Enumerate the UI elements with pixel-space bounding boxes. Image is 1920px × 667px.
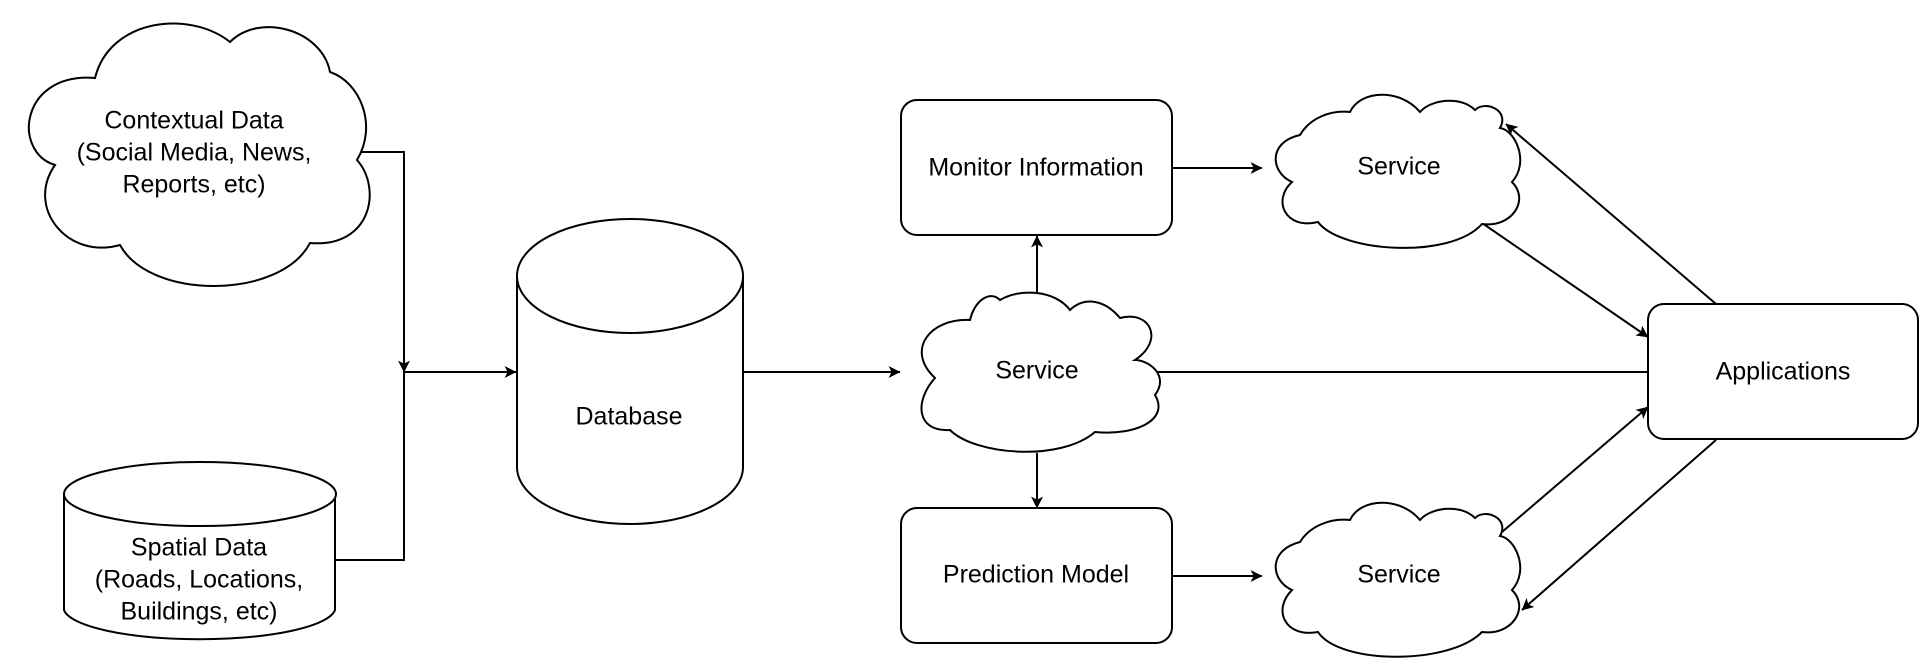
node-service-center: Service (920, 291, 1162, 453)
service-top-label: Service (1357, 153, 1440, 181)
node-prediction-model: Prediction Model (900, 507, 1173, 644)
service-bottom-cloud-shape (1274, 501, 1522, 658)
node-service-top: Service (1274, 93, 1522, 249)
node-monitor-information: Monitor Information (900, 99, 1173, 236)
node-database: Database (516, 218, 744, 525)
database-cylinder-top (516, 218, 744, 334)
spatial-data-label-line-1: Spatial Data (131, 534, 267, 562)
spatial-data-cylinder-body (63, 494, 336, 641)
edge-spatial-to-database (335, 366, 517, 561)
spatial-data-label-line-3: Buildings, etc) (120, 598, 277, 626)
monitor-information-box (900, 99, 1173, 236)
service-center-label: Service (995, 357, 1078, 385)
prediction-model-box (900, 507, 1173, 644)
database-cylinder-body (516, 276, 744, 525)
contextual-data-label-line-2: (Social Media, News, (77, 139, 312, 167)
prediction-model-label: Prediction Model (943, 561, 1129, 589)
contextual-data-label-line-1: Contextual Data (104, 107, 283, 135)
contextual-data-cloud-shape (27, 22, 371, 287)
edges-layer (335, 123, 1717, 611)
service-bottom-label: Service (1357, 561, 1440, 589)
service-center-cloud-shape (920, 291, 1162, 453)
node-spatial-data: Spatial Data (Roads, Locations, Building… (63, 461, 337, 641)
edge-applications-to-service-top (1505, 123, 1717, 305)
database-label: Database (575, 403, 682, 431)
edge-service-bottom-to-applications (1501, 406, 1649, 533)
edge-service-top-to-applications (1481, 222, 1649, 338)
service-top-cloud-shape (1274, 93, 1522, 249)
node-contextual-data: Contextual Data (Social Media, News, Rep… (27, 22, 371, 287)
spatial-data-label-line-2: (Roads, Locations, (95, 566, 303, 594)
applications-box (1647, 303, 1919, 440)
contextual-data-label-line-3: Reports, etc) (122, 171, 265, 199)
edge-applications-to-service-bottom (1521, 439, 1717, 611)
applications-label: Applications (1716, 358, 1851, 386)
monitor-information-label: Monitor Information (928, 154, 1143, 182)
node-service-bottom: Service (1274, 501, 1522, 658)
spatial-data-cylinder-top (63, 461, 337, 527)
node-applications: Applications (1647, 303, 1919, 440)
